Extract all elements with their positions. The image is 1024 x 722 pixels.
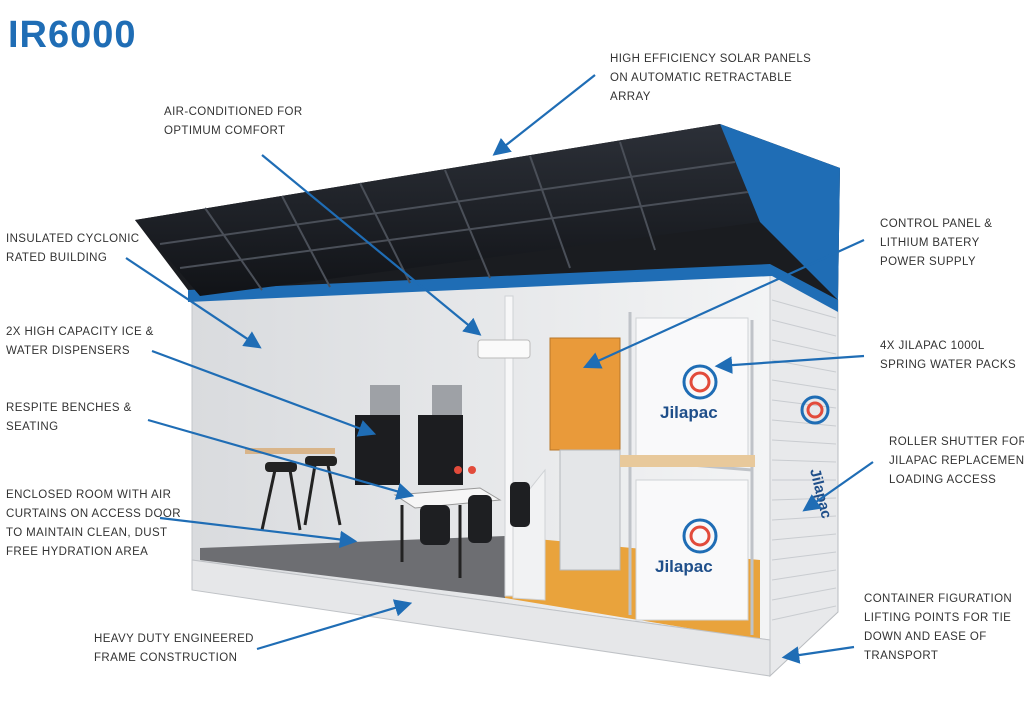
arrow-packs [714,354,865,374]
callout-solar: HIGH EFFICIENCY SOLAR PANELS ON AUTOMATI… [610,53,812,103]
arrow-frame [256,599,413,651]
container-body [188,261,839,678]
arrow-shutter [802,461,874,512]
callout-frame: HEAVY DUTY ENGINEERED FRAME CONSTRUCTION [94,633,254,664]
arrow-insulated [125,257,262,349]
arrow-benches [147,418,415,500]
arrow-control [582,238,865,369]
solar-roof [135,124,840,300]
callout-ice: 2X HIGH CAPACITY ICE & WATER DISPENSERS [6,326,154,357]
arrow-enclosed [159,516,358,549]
arrow-ice [151,349,377,437]
callout-lifting: CONTAINER FIGURATION LIFTING POINTS FOR … [864,593,1013,662]
arrow-solar [492,74,596,156]
product-title: IR6000 [8,14,137,56]
callout-enclosed: ENCLOSED ROOM WITH AIR CURTAINS ON ACCES… [6,489,181,558]
callout-insulated: INSULATED CYCLONIC RATED BUILDING [6,233,140,264]
callout-aircon: AIR-CONDITIONED FOR OPTIMUM COMFORT [164,106,303,137]
callout-arrows [125,74,874,664]
callout-benches: RESPITE BENCHES & SEATING [6,402,132,433]
arrow-lifting [781,645,855,664]
callout-shutter: ROLLER SHUTTER FOR JILAPAC REPLACEMENT L… [889,436,1024,486]
arrow-aircon [261,154,482,336]
jilapac-brand-2: Jilapac [655,557,713,576]
callout-control: CONTROL PANEL & LITHIUM BATERY POWER SUP… [880,218,993,268]
jilapac-brand-1: Jilapac [660,403,718,422]
callout-packs: 4X JILAPAC 1000L SPRING WATER PACKS [880,340,1017,371]
